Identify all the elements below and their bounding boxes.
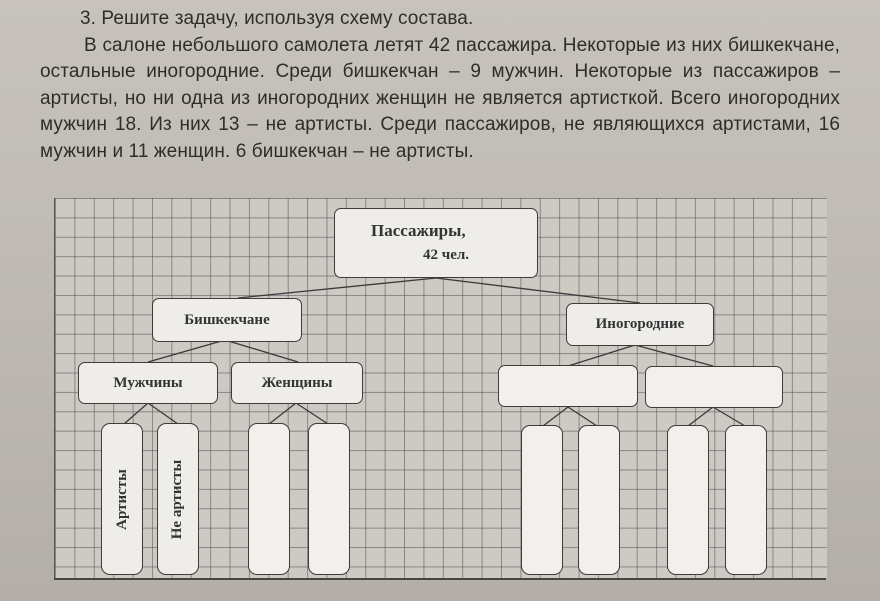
group-node-bishkek: Бишкекчане xyxy=(152,298,302,342)
connector-leaf-6 xyxy=(567,406,598,427)
group-right-label: Иногородние xyxy=(595,316,685,332)
connector-left-men xyxy=(147,339,226,363)
group-left-label: Бишкекчане xyxy=(184,311,270,328)
leaf-non-artists-label: Не артисты xyxy=(169,459,186,539)
men-label: Мужчины xyxy=(113,374,183,391)
connector-root-left xyxy=(237,277,437,299)
connector-left-women xyxy=(224,339,299,363)
leaf-blank-5 xyxy=(667,425,709,575)
leaf-blank-3 xyxy=(521,425,563,575)
connector-right-b xyxy=(634,344,714,367)
connector-leaf-2 xyxy=(147,402,179,425)
leaf-artists-label: Артисты xyxy=(113,468,130,530)
leaf-blank-6 xyxy=(725,425,767,575)
women-label: Женщины xyxy=(261,374,333,391)
root-count: 42 чел. xyxy=(423,247,470,263)
leaf-blank-4 xyxy=(578,425,620,575)
grid-baseline xyxy=(54,578,826,580)
task-text: 3. Решите задачу, используя схему состав… xyxy=(40,6,840,165)
connector-right-a xyxy=(567,344,636,367)
connector-leaf-5 xyxy=(542,406,569,427)
connector-root-right xyxy=(435,277,641,304)
task-heading: 3. Решите задачу, используя схему состав… xyxy=(80,8,474,29)
leaf-non-artists: Не артисты xyxy=(157,423,199,575)
root-title: Пассажиры, xyxy=(371,221,466,240)
task-body: В салоне небольшого самолета летят 42 па… xyxy=(40,34,840,162)
connector-leaf-3 xyxy=(268,402,297,425)
connector-leaf-7 xyxy=(687,406,714,427)
node-blank-right-b xyxy=(645,366,783,408)
leaf-blank-1 xyxy=(248,423,290,575)
connector-leaf-8 xyxy=(712,406,746,427)
node-blank-right-a xyxy=(498,365,638,407)
connector-leaf-4 xyxy=(295,402,329,425)
node-men: Мужчины xyxy=(78,362,218,404)
node-women: Женщины xyxy=(231,362,363,404)
root-node-passengers: Пассажиры, 42 чел. xyxy=(334,208,538,278)
leaf-blank-2 xyxy=(308,423,350,575)
leaf-artists: Артисты xyxy=(101,423,143,575)
group-node-nonresident: Иногородние xyxy=(566,303,714,346)
connector-leaf-1 xyxy=(123,402,149,425)
